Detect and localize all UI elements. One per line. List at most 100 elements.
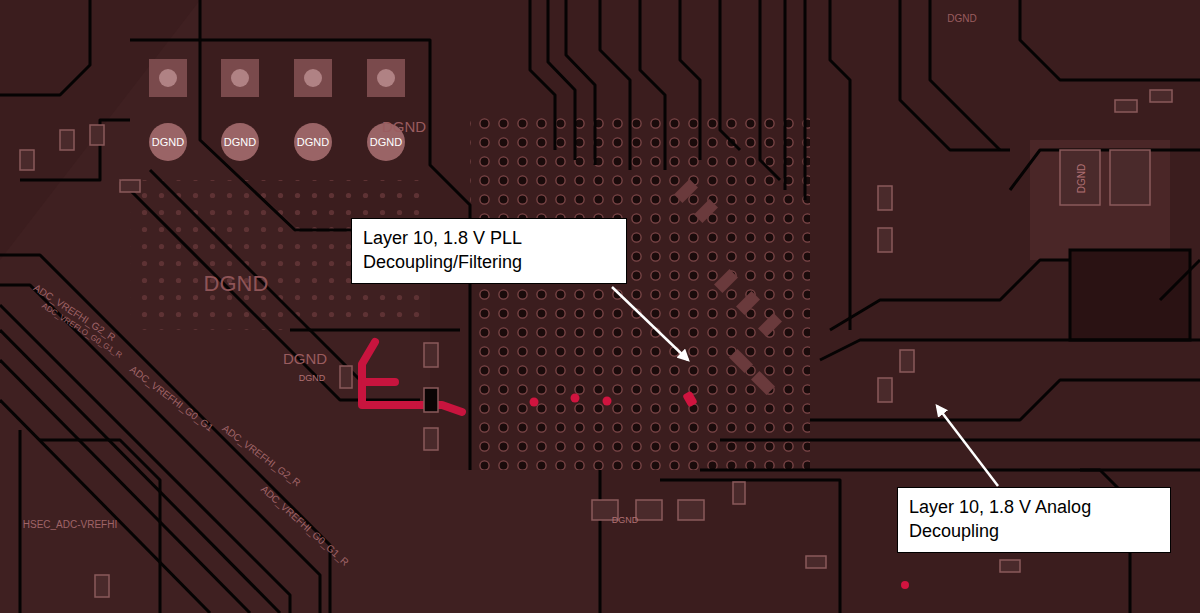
- component-pad: [1115, 100, 1137, 112]
- trace: [784, 0, 787, 190]
- trace: [830, 0, 850, 330]
- square-pad: [294, 59, 332, 97]
- trace: [1010, 150, 1200, 190]
- silkscreen-label: DGND: [947, 13, 976, 24]
- silkscreen-label: DGND: [224, 136, 256, 148]
- trace: [548, 0, 575, 160]
- highlight-via: [603, 397, 612, 406]
- highlight-pad-group: [530, 390, 910, 589]
- component-pad: [1000, 560, 1020, 572]
- component-pad: [20, 150, 34, 170]
- trace: [600, 0, 630, 170]
- bga-pad: [751, 371, 775, 395]
- highlight-trace: [362, 342, 420, 405]
- trace: [930, 0, 1000, 150]
- trace: [150, 170, 360, 380]
- trace: [830, 260, 1070, 330]
- bga-pad: [694, 199, 718, 223]
- silkscreen-label: ADC_VREFHI_G0_G1: [128, 363, 215, 433]
- component-pad: [636, 500, 662, 520]
- component-pad: [95, 575, 109, 597]
- ground-pad-group: [149, 59, 405, 161]
- trace: [0, 285, 320, 613]
- component-pad: [878, 228, 892, 252]
- silkscreen-label: DGND: [1076, 163, 1087, 192]
- trace: [0, 360, 250, 613]
- silkscreen-label: DGND: [382, 118, 426, 135]
- round-pad: [221, 123, 259, 161]
- silkscreen-label: DGND: [370, 136, 402, 148]
- trace: [0, 0, 90, 95]
- component-pad: [900, 350, 914, 372]
- trace: [290, 329, 460, 332]
- component-pad: [90, 125, 104, 145]
- silkscreen-label: DGND: [152, 136, 184, 148]
- bga-pad: [674, 179, 698, 203]
- trace: [900, 0, 1010, 150]
- pad-hole: [377, 69, 395, 87]
- trace: [0, 255, 330, 613]
- trace: [810, 380, 1200, 420]
- trace: [680, 0, 700, 160]
- trace: [640, 0, 665, 170]
- highlight-via: [571, 394, 580, 403]
- leader-arrow: [937, 406, 998, 486]
- copper-pour: [1030, 140, 1170, 260]
- callout-box: Layer 10, 1.8 V PLL Decoupling/Filtering: [351, 218, 627, 284]
- trace: [0, 330, 280, 613]
- square-pad: [149, 59, 187, 97]
- component-pad: [678, 500, 704, 520]
- copper-pour: [1070, 250, 1190, 340]
- component-pad: [878, 378, 892, 402]
- bga-pad: [758, 313, 782, 337]
- component-pad: [60, 130, 74, 150]
- trace: [530, 0, 555, 150]
- highlight-via: [901, 581, 909, 589]
- trace: [1020, 0, 1200, 80]
- component-pad: [733, 482, 745, 504]
- bga-pad-group: [674, 179, 782, 395]
- component-pad: [340, 366, 352, 388]
- trace: [566, 0, 595, 165]
- trace: [599, 470, 602, 613]
- trace: [20, 120, 130, 180]
- chip-package: [1060, 150, 1100, 205]
- pad-hole: [304, 69, 322, 87]
- bga-pad: [729, 349, 753, 373]
- component-pad: [1150, 90, 1172, 102]
- component-pad: [424, 388, 438, 412]
- component-pad: [806, 556, 826, 568]
- component-pad: [878, 186, 892, 210]
- trace: [1080, 469, 1200, 472]
- silkscreen-label: DGND: [299, 373, 326, 383]
- trace: [1160, 260, 1200, 300]
- pad-hole: [231, 69, 249, 87]
- highlight-via: [530, 398, 539, 407]
- component-pad: [424, 343, 438, 367]
- square-pad: [367, 59, 405, 97]
- bga-via-array: [470, 110, 810, 470]
- pad-hole: [159, 69, 177, 87]
- trace: [720, 439, 1200, 442]
- highlight-trace-group: [362, 342, 462, 412]
- trace: [660, 480, 840, 613]
- trace: [804, 0, 807, 200]
- highlight-pad: [682, 390, 698, 407]
- silkscreen-label: DGND: [297, 136, 329, 148]
- trace: [200, 0, 430, 230]
- round-pad: [149, 123, 187, 161]
- callout-text: Layer 10, 1.8 V PLL Decoupling/Filtering: [363, 227, 615, 275]
- bga-pad: [736, 291, 760, 315]
- silkscreen-label: HSEC_ADC-VREFHI: [23, 519, 117, 530]
- trace: [19, 430, 22, 613]
- round-pad: [294, 123, 332, 161]
- callout-box: Layer 10, 1.8 V Analog Decoupling: [897, 487, 1171, 553]
- highlight-trace: [365, 378, 395, 386]
- silkscreen-label: DGND: [283, 350, 327, 367]
- trace: [0, 305, 290, 613]
- component-group: [20, 90, 1172, 597]
- callout-text: Layer 10, 1.8 V Analog Decoupling: [909, 496, 1159, 544]
